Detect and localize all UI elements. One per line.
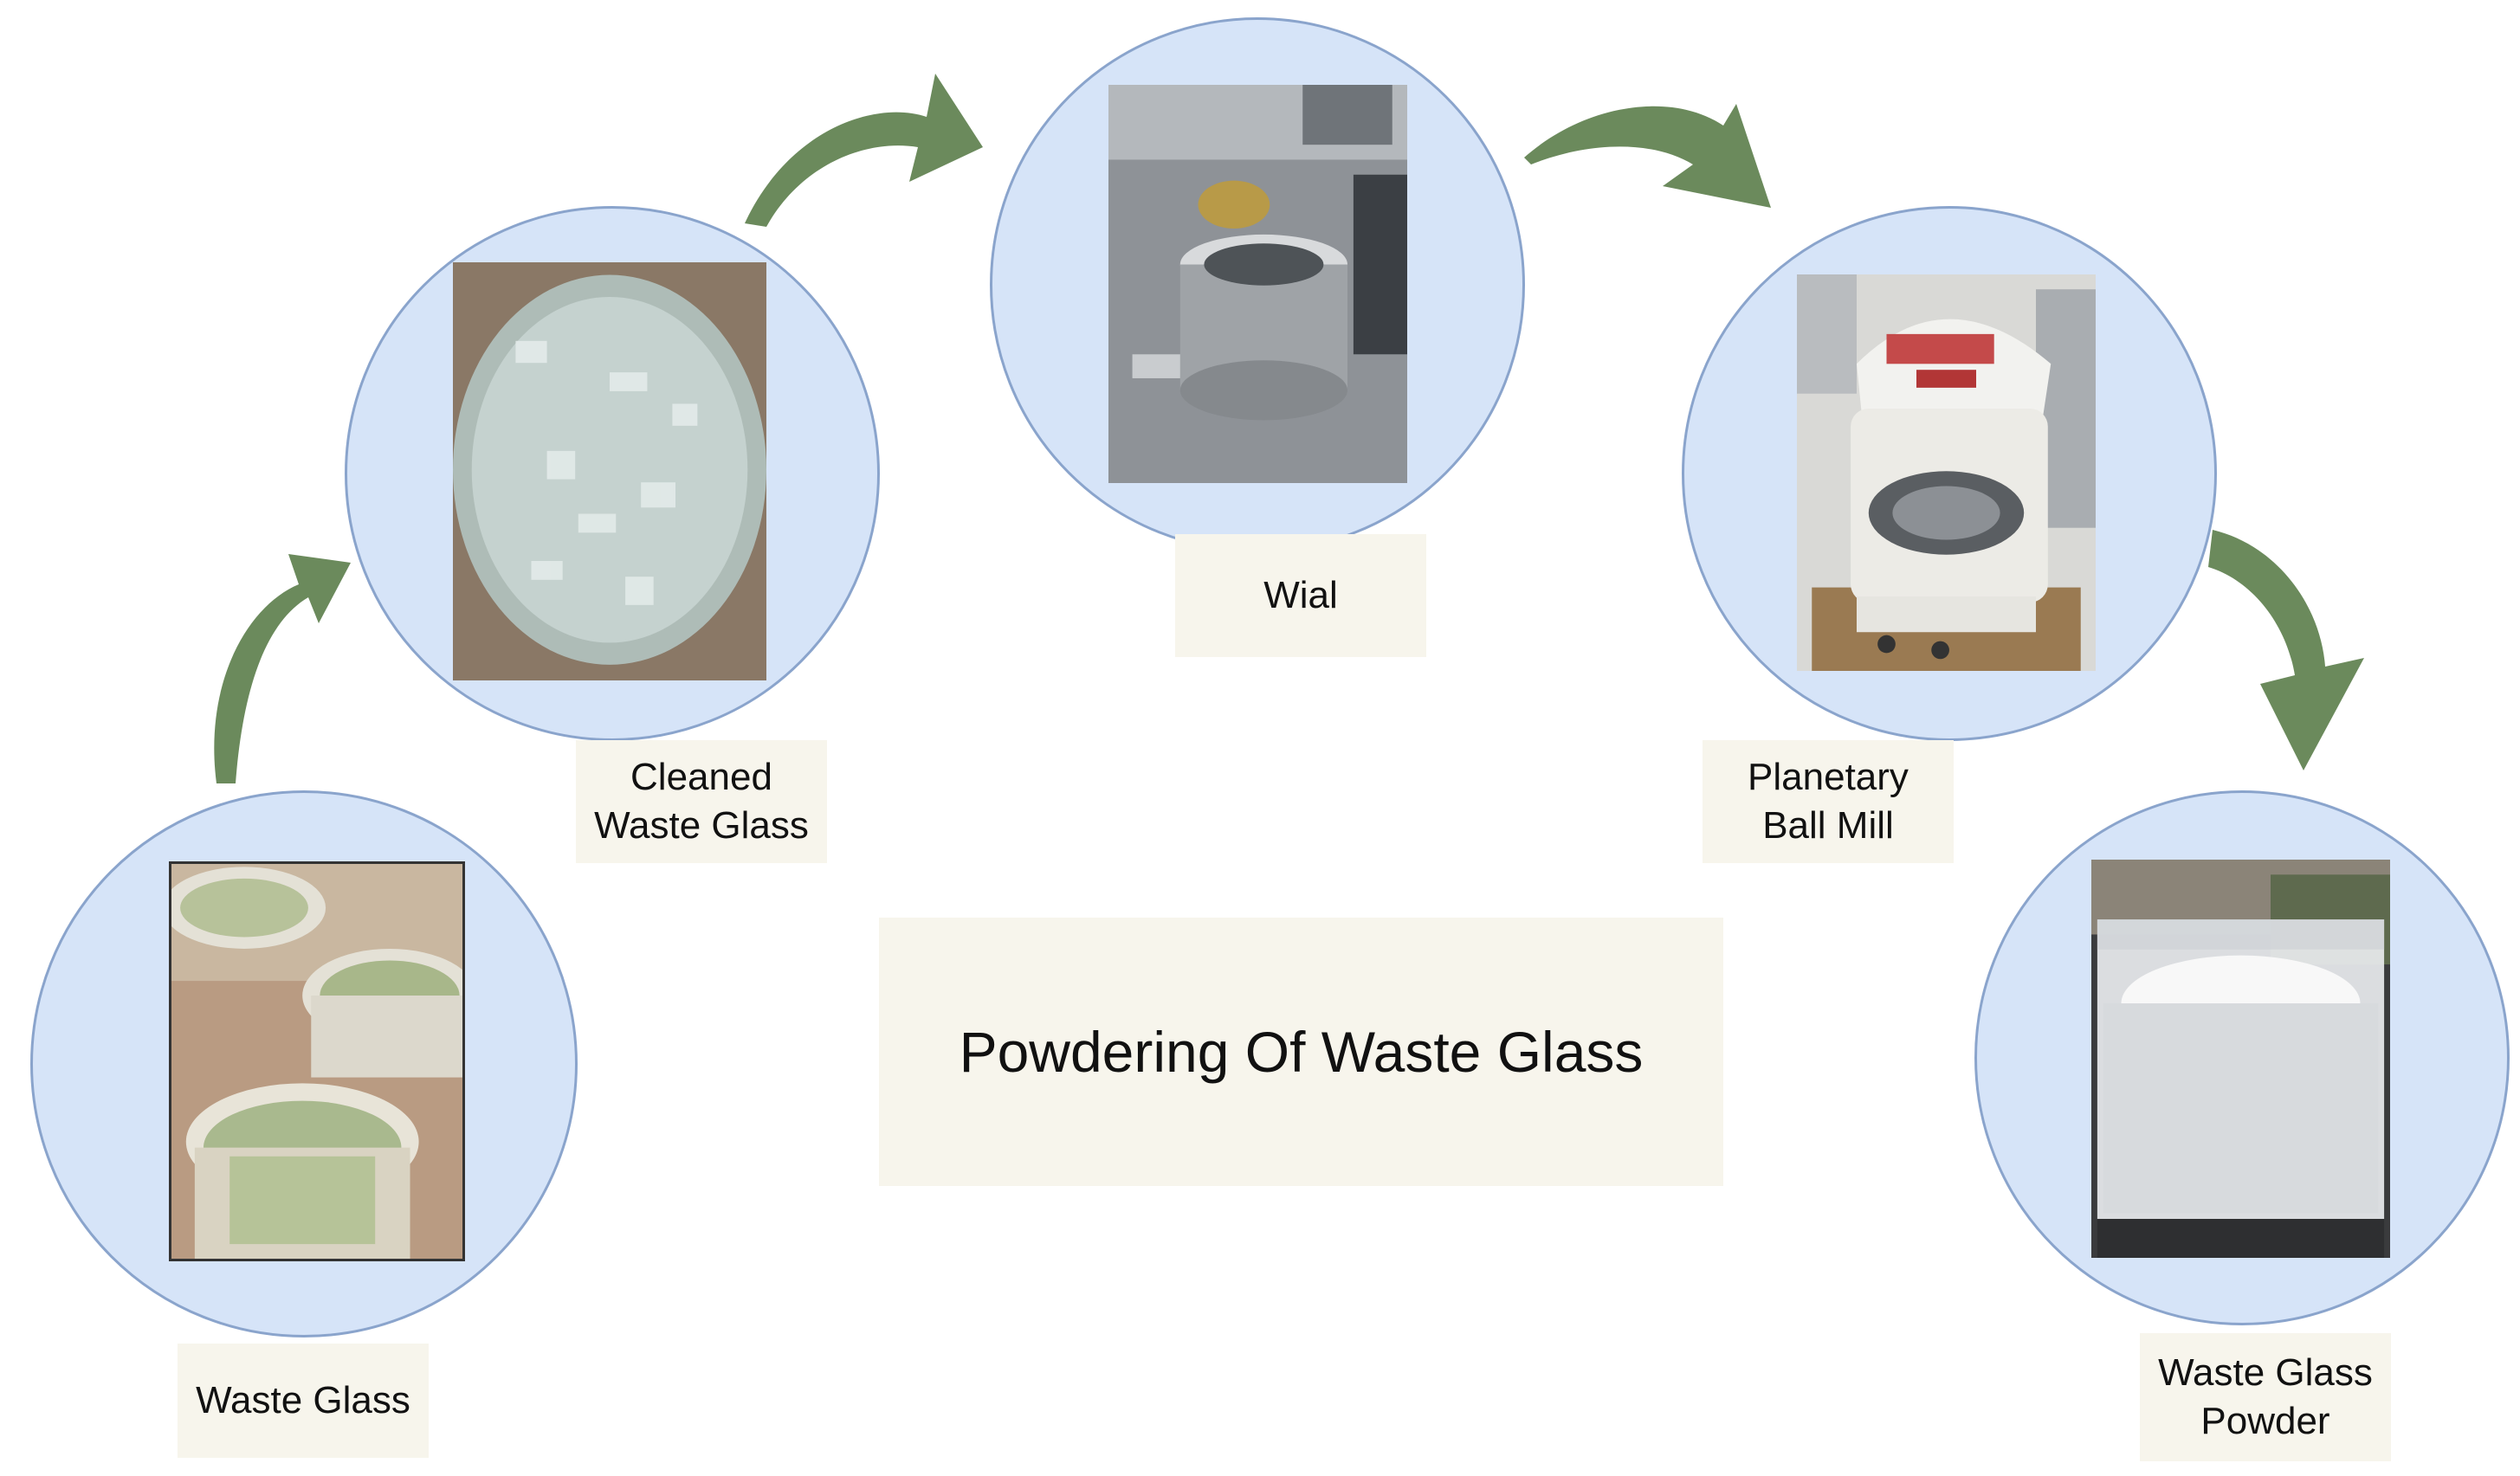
step-label-wial: Wial	[1175, 534, 1426, 657]
step-label-cleaned-waste-glass: Cleaned Waste Glass	[576, 740, 827, 863]
step-label-waste-glass: Waste Glass	[178, 1344, 429, 1458]
buckets-of-glass-photo	[169, 861, 465, 1261]
step-label-waste-glass-powder: Waste Glass Powder	[2140, 1333, 2391, 1461]
glass-powder-container-photo	[2091, 860, 2390, 1258]
arrow-2	[745, 74, 983, 227]
arrow-4	[2208, 530, 2364, 770]
ball-mill-machine-photo	[1797, 274, 2096, 671]
step-label-planetary-ball-mill: Planetary Ball Mill	[1703, 740, 1954, 863]
diagram-title: Powdering Of Waste Glass	[959, 1020, 1644, 1084]
grinding-vial-photo	[1108, 85, 1407, 483]
diagram-title-box: Powdering Of Waste Glass	[879, 918, 1723, 1186]
arrow-3	[1524, 104, 1771, 208]
arrow-1	[214, 554, 351, 783]
glass-cullet-photo	[453, 262, 766, 680]
